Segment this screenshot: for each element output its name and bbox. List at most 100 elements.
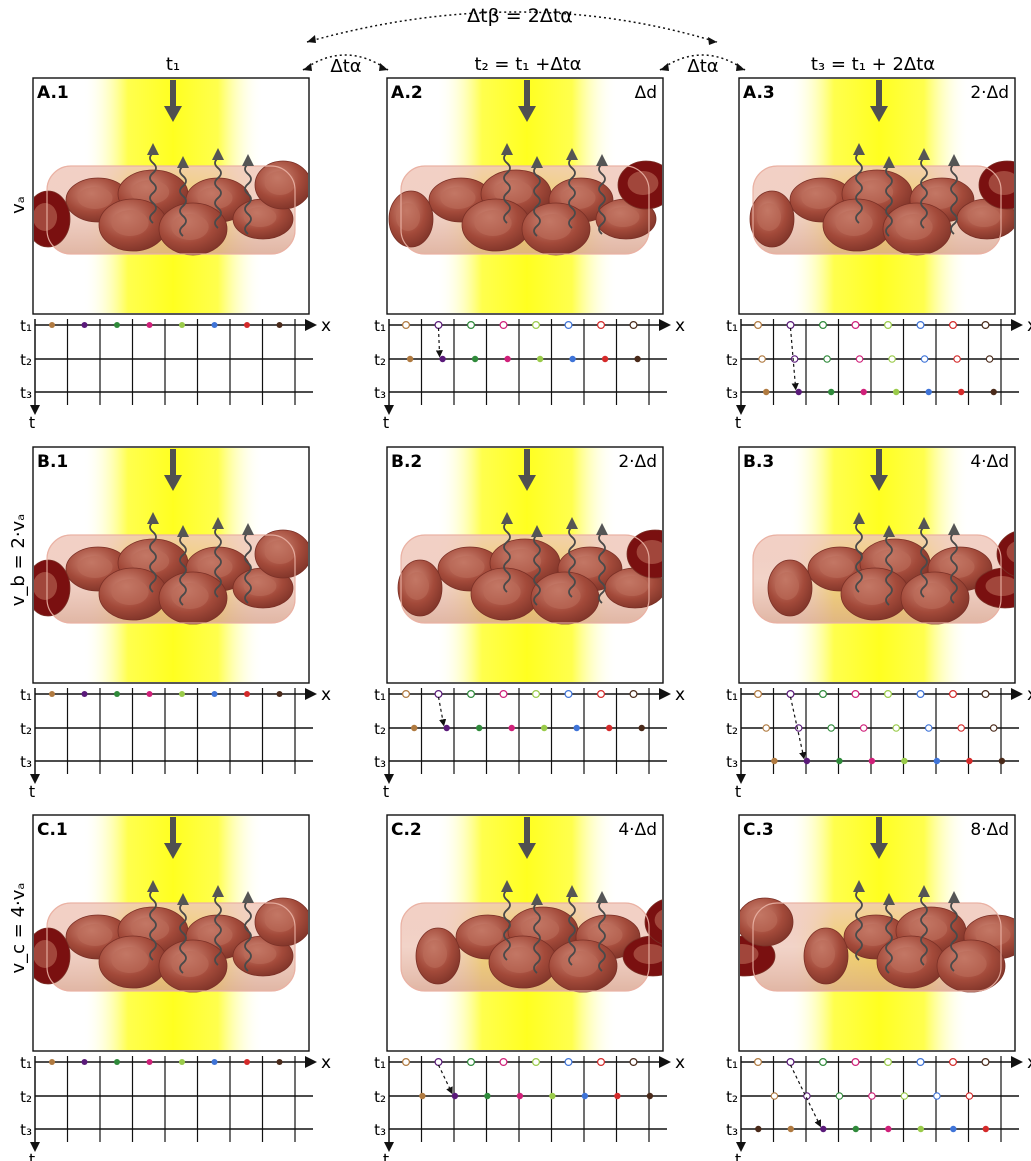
marker-dot-past — [533, 322, 540, 329]
marker-dot-past — [861, 725, 867, 731]
x-axis-arrow-icon — [305, 1056, 317, 1068]
t-axis-label: t — [735, 1150, 741, 1161]
col-label-3: t₃ = t₁ + 2Δtα — [811, 54, 935, 75]
t-row-label: t₃ — [20, 1121, 32, 1139]
marker-dot-past — [852, 322, 859, 329]
marker-dot-past — [917, 1059, 924, 1066]
marker-dot-past — [500, 322, 507, 329]
marker-dot-past — [771, 1093, 777, 1099]
timeline-B.1: tt₁t₂t₃x — [20, 685, 331, 801]
marker-dot — [179, 322, 185, 328]
t-row-label: t₂ — [20, 720, 32, 738]
marker-dot — [537, 356, 543, 362]
incident-arrow — [170, 449, 176, 477]
t-row-label: t₃ — [726, 384, 738, 402]
marker-dot — [509, 725, 515, 731]
tracking-arrow — [439, 697, 444, 725]
incident-arrow — [876, 80, 882, 108]
incident-arrow — [524, 449, 530, 477]
marker-dot — [114, 1059, 120, 1065]
t-row-label: t₃ — [726, 1121, 738, 1139]
marker-dot-past — [435, 322, 442, 329]
marker-dot — [244, 322, 250, 328]
timeline-B.2: tt₁t₂t₃x — [374, 685, 685, 801]
marker-dot — [244, 691, 250, 697]
marker-dot-past — [917, 691, 924, 698]
t-row-label: t₃ — [374, 1121, 386, 1139]
t-axis-label: t — [383, 413, 389, 432]
marker-dot-past — [598, 322, 605, 329]
t-axis-label: t — [735, 782, 741, 801]
marker-dot-past — [565, 322, 572, 329]
marker-dot — [836, 758, 842, 764]
marker-dot — [114, 691, 120, 697]
header: Δtβ = 2Δtα Δtα Δtα t₁ t₂ = t₁ +Δtα t₃ = … — [166, 5, 935, 77]
marker-dot — [861, 389, 867, 395]
x-axis-label: x — [321, 685, 331, 705]
marker-dot — [582, 1093, 588, 1099]
marker-dot-past — [435, 1059, 442, 1066]
marker-dot-past — [934, 1093, 940, 1099]
marker-dot-past — [755, 691, 762, 698]
marker-dot-past — [787, 691, 794, 698]
marker-dot-past — [468, 1059, 475, 1066]
timeline-C.2: tt₁t₂t₃x — [374, 1053, 685, 1161]
t-row-label: t₃ — [20, 753, 32, 771]
marker-dot — [647, 1093, 653, 1099]
interval-right: Δtα — [687, 56, 718, 77]
marker-dot — [869, 758, 875, 764]
x-axis-arrow-icon — [1011, 1056, 1023, 1068]
marker-dot — [788, 1126, 794, 1132]
marker-dot — [574, 725, 580, 731]
panels: A.1tt₁t₂t₃xA.2Δdtt₁t₂t₃xA.32·Δdtt₁t₂t₃xB… — [20, 78, 1031, 1161]
marker-dot — [419, 1093, 425, 1099]
panel-displacement: 4·Δd — [618, 820, 657, 840]
row-label-c: v_c = 4·vₐ — [8, 883, 29, 974]
panel-displacement: 4·Δd — [970, 452, 1009, 472]
marker-dot — [49, 322, 55, 328]
x-axis-arrow-icon — [659, 688, 671, 700]
marker-dot-past — [533, 691, 540, 698]
marker-dot-past — [630, 691, 637, 698]
marker-dot — [114, 322, 120, 328]
marker-dot-past — [435, 691, 442, 698]
x-axis-label: x — [675, 316, 685, 336]
marker-dot-past — [820, 1059, 827, 1066]
timeline-A.3: tt₁t₂t₃x — [726, 316, 1031, 432]
incident-arrow — [876, 449, 882, 477]
marker-dot-past — [950, 322, 957, 329]
x-axis-arrow-icon — [305, 319, 317, 331]
marker-dot-past — [958, 725, 964, 731]
marker-dot-past — [982, 1059, 989, 1066]
panel-A.3: A.32·Δd — [739, 78, 1031, 314]
marker-dot — [82, 1059, 88, 1065]
panel-B.3: B.34·Δd — [739, 447, 1031, 683]
marker-dot-past — [966, 1093, 972, 1099]
marker-dot — [484, 1093, 490, 1099]
marker-dot-past — [403, 691, 410, 698]
t-row-label: t₂ — [726, 720, 738, 738]
t-row-label: t₂ — [374, 720, 386, 738]
marker-dot-past — [630, 1059, 637, 1066]
marker-dot — [212, 1059, 218, 1065]
incident-arrow — [876, 817, 882, 845]
t-row-label: t₁ — [374, 317, 386, 335]
marker-dot-past — [885, 1059, 892, 1066]
marker-dot-past — [500, 691, 507, 698]
marker-dot — [407, 356, 413, 362]
marker-dot-past — [982, 691, 989, 698]
x-axis-label: x — [1027, 685, 1031, 705]
x-axis-label: x — [321, 316, 331, 336]
marker-dot-past — [856, 356, 862, 362]
marker-dot-past — [820, 691, 827, 698]
t-row-label: t₂ — [20, 351, 32, 369]
marker-dot — [602, 356, 608, 362]
col-label-1: t₁ — [166, 54, 180, 75]
marker-dot — [212, 691, 218, 697]
x-axis-arrow-icon — [305, 688, 317, 700]
timeline-C.1: tt₁t₂t₃x — [20, 1053, 331, 1161]
t-row-label: t₁ — [726, 317, 738, 335]
marker-dot-past — [820, 322, 827, 329]
marker-dot-past — [889, 356, 895, 362]
